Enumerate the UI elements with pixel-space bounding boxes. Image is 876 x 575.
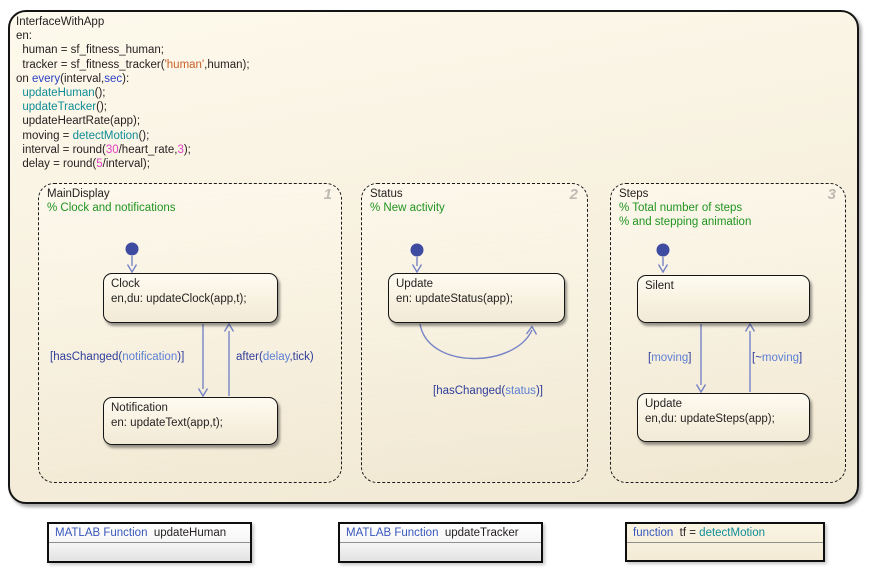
function-signature: MATLAB Function updateHuman: [49, 524, 250, 543]
function-signature: MATLAB Function updateTracker: [340, 524, 541, 543]
function-updatetracker[interactable]: MATLAB Function updateTracker: [338, 522, 543, 563]
state-actions: en,du: updateClock(app,t);: [111, 292, 247, 305]
state-actions: en,du: updateSteps(app);: [645, 412, 775, 425]
transition-label-haschanged-status[interactable]: [hasChanged(status)]: [433, 385, 543, 397]
function-detectmotion[interactable]: function tf = detectMotion: [625, 522, 825, 562]
state-title: Clock: [111, 278, 140, 290]
state-title: Silent: [645, 280, 674, 292]
state-actions: en: updateText(app,t);: [111, 416, 223, 429]
state-notification[interactable]: Notification en: updateText(app,t);: [103, 397, 278, 445]
transition-label-haschanged-notification[interactable]: [hasChanged(notification)]: [50, 351, 185, 363]
substate-comment: % New activity: [370, 202, 445, 214]
state-update-steps[interactable]: Update en,du: updateSteps(app);: [637, 393, 810, 442]
state-title: Update: [645, 398, 683, 410]
substate-comment: % Clock and notifications: [47, 202, 176, 214]
state-clock[interactable]: Clock en,du: updateClock(app,t);: [103, 273, 278, 323]
substate-order-badge: 2: [569, 186, 578, 203]
substate-order-badge: 1: [323, 186, 332, 203]
state-entry-actions: InterfaceWithApp en: human = sf_fitness_…: [16, 16, 250, 171]
substate-title: Status: [370, 188, 403, 200]
substate-status[interactable]: Status % New activity 2: [361, 183, 588, 483]
substate-comment: % and stepping animation: [619, 216, 752, 228]
substate-comment: % Total number of steps: [619, 202, 743, 214]
transition-label-not-moving[interactable]: [~moving]: [752, 352, 803, 364]
state-title: Update: [396, 278, 434, 290]
state-actions: en: updateStatus(app);: [396, 292, 513, 305]
function-updatehuman[interactable]: MATLAB Function updateHuman: [47, 522, 252, 563]
transition-label-after-delay-tick[interactable]: after(delay,tick): [236, 351, 314, 363]
transition-label-moving[interactable]: [moving]: [648, 352, 692, 364]
substate-title: MainDisplay: [47, 188, 110, 200]
state-title: Notification: [111, 402, 168, 414]
root-state-title: InterfaceWithApp: [16, 16, 105, 28]
state-update-status[interactable]: Update en: updateStatus(app);: [388, 273, 565, 323]
function-signature: function tf = detectMotion: [627, 524, 823, 543]
substate-title: Steps: [619, 188, 649, 200]
state-silent[interactable]: Silent: [637, 275, 810, 323]
substate-order-badge: 3: [827, 186, 836, 203]
